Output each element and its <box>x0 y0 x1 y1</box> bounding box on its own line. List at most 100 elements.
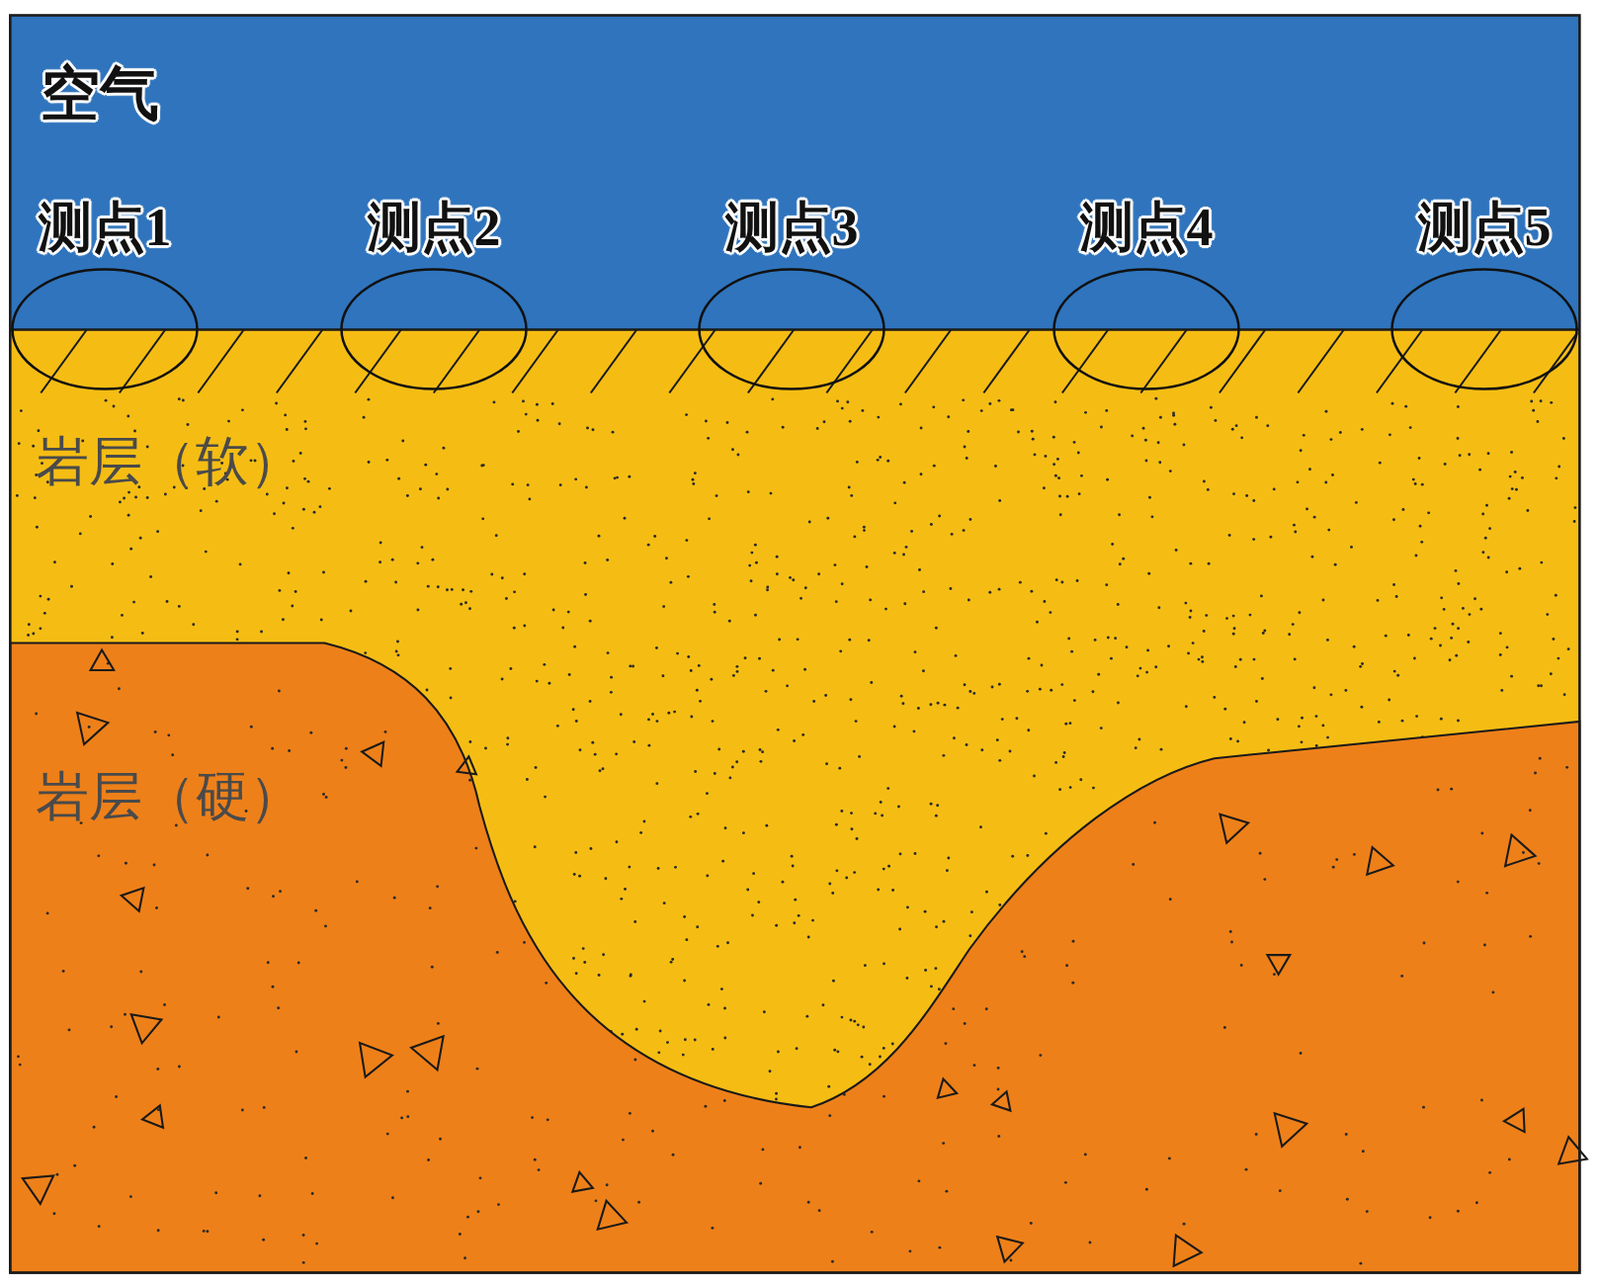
sand-dot <box>876 416 880 420</box>
sand-dot <box>1272 487 1276 491</box>
measuring-ellipse <box>697 267 886 391</box>
sand-dot <box>963 445 967 449</box>
sand-dot <box>910 529 914 533</box>
sand-dot <box>862 528 866 532</box>
sand-dot <box>1106 636 1110 640</box>
sand-dot <box>698 699 702 703</box>
gravel-dot <box>124 861 128 865</box>
sand-dot <box>127 513 131 517</box>
sand-dot <box>38 594 42 598</box>
sand-dot <box>199 508 203 512</box>
gravel-dot <box>1475 1200 1479 1204</box>
sand-dot <box>79 531 83 535</box>
sand-dot <box>897 805 901 809</box>
sand-dot <box>860 409 864 413</box>
sand-dot <box>903 601 907 605</box>
sand-dot <box>112 405 116 409</box>
sand-dot <box>774 924 778 927</box>
sand-dot <box>379 541 383 545</box>
sand-dot <box>606 651 610 655</box>
sand-dot <box>736 453 740 457</box>
sand-dot <box>490 573 494 577</box>
sand-dot <box>728 619 732 623</box>
gravel-dot <box>463 1256 467 1260</box>
sand-dot <box>1313 515 1317 519</box>
gravel-dot <box>828 1113 832 1117</box>
sand-dot <box>769 492 773 496</box>
gravel-dot <box>277 689 281 693</box>
sand-dot <box>686 655 690 659</box>
sand-dot <box>855 837 859 841</box>
sand-dot <box>134 496 138 500</box>
gravel-dot <box>97 1224 101 1228</box>
gravel-triangle <box>1504 1108 1525 1132</box>
gravel-dot <box>997 1066 1001 1070</box>
sand-dot <box>1549 672 1553 675</box>
sand-dot <box>848 697 852 701</box>
sand-dot <box>464 600 468 604</box>
sand-dot <box>401 438 405 442</box>
sand-dot <box>914 650 918 654</box>
gravel-dot <box>309 731 313 735</box>
sand-dot <box>1080 474 1084 478</box>
sand-dot <box>1160 748 1164 752</box>
sand-dot <box>1396 673 1400 677</box>
sand-dot <box>349 609 353 613</box>
gravel-dot <box>1528 934 1532 938</box>
sand-dot <box>1035 620 1039 624</box>
sand-dot <box>1275 717 1279 721</box>
sand-dot <box>726 940 730 944</box>
gravel-dot <box>96 853 100 857</box>
sand-dot <box>363 651 367 655</box>
sand-dot <box>1329 692 1333 696</box>
sand-dot <box>758 748 762 752</box>
sand-dot <box>906 905 910 909</box>
gravel-dot <box>266 960 270 964</box>
sand-dot <box>1506 645 1510 649</box>
gravel-dot <box>476 1067 480 1071</box>
sand-dot <box>693 471 697 475</box>
sand-dot <box>118 500 122 504</box>
sand-dot <box>425 688 429 692</box>
gravel-dot <box>710 1226 714 1230</box>
sand-dot <box>686 575 690 579</box>
air-band-node: 空气 <box>9 14 1580 330</box>
sand-dot <box>53 560 57 564</box>
sand-dot <box>591 427 595 431</box>
sand-dot <box>642 820 646 824</box>
gravel-dot <box>1538 757 1542 760</box>
sand-dot <box>1265 423 1269 427</box>
gravel-dot <box>391 1195 395 1199</box>
sand-dot <box>662 604 666 608</box>
sand-dot <box>1255 416 1259 420</box>
sand-dot <box>573 645 577 649</box>
gravel-dot <box>1483 943 1487 947</box>
sand-dot <box>1231 427 1235 431</box>
sand-dot <box>768 1069 772 1073</box>
gravel-dot <box>530 1115 534 1119</box>
sand-dot <box>754 613 758 617</box>
sand-dot <box>88 514 92 518</box>
sand-dot <box>441 446 445 450</box>
sand-dot <box>808 520 812 524</box>
sand-dot <box>742 750 746 754</box>
sand-dot <box>572 707 576 711</box>
measuring-ellipse <box>1390 267 1579 391</box>
sand-dot <box>683 1037 687 1041</box>
sand-dot <box>799 596 803 600</box>
sand-dot <box>886 459 890 463</box>
sand-dot <box>397 653 401 657</box>
sand-dot <box>1091 689 1095 693</box>
gravel-dot <box>1240 963 1244 967</box>
gravel-dot <box>831 1260 835 1264</box>
sand-dot <box>1448 658 1452 662</box>
sand-dot <box>661 673 665 677</box>
sand-dot <box>946 415 950 419</box>
sand-dot <box>1067 637 1071 641</box>
sand-dot <box>1321 723 1325 727</box>
gravel-dot <box>271 985 275 989</box>
gravel-dot <box>436 1021 440 1025</box>
gravel-dot <box>1153 821 1157 825</box>
sand-dot <box>706 436 710 440</box>
sand-dot <box>559 483 563 487</box>
